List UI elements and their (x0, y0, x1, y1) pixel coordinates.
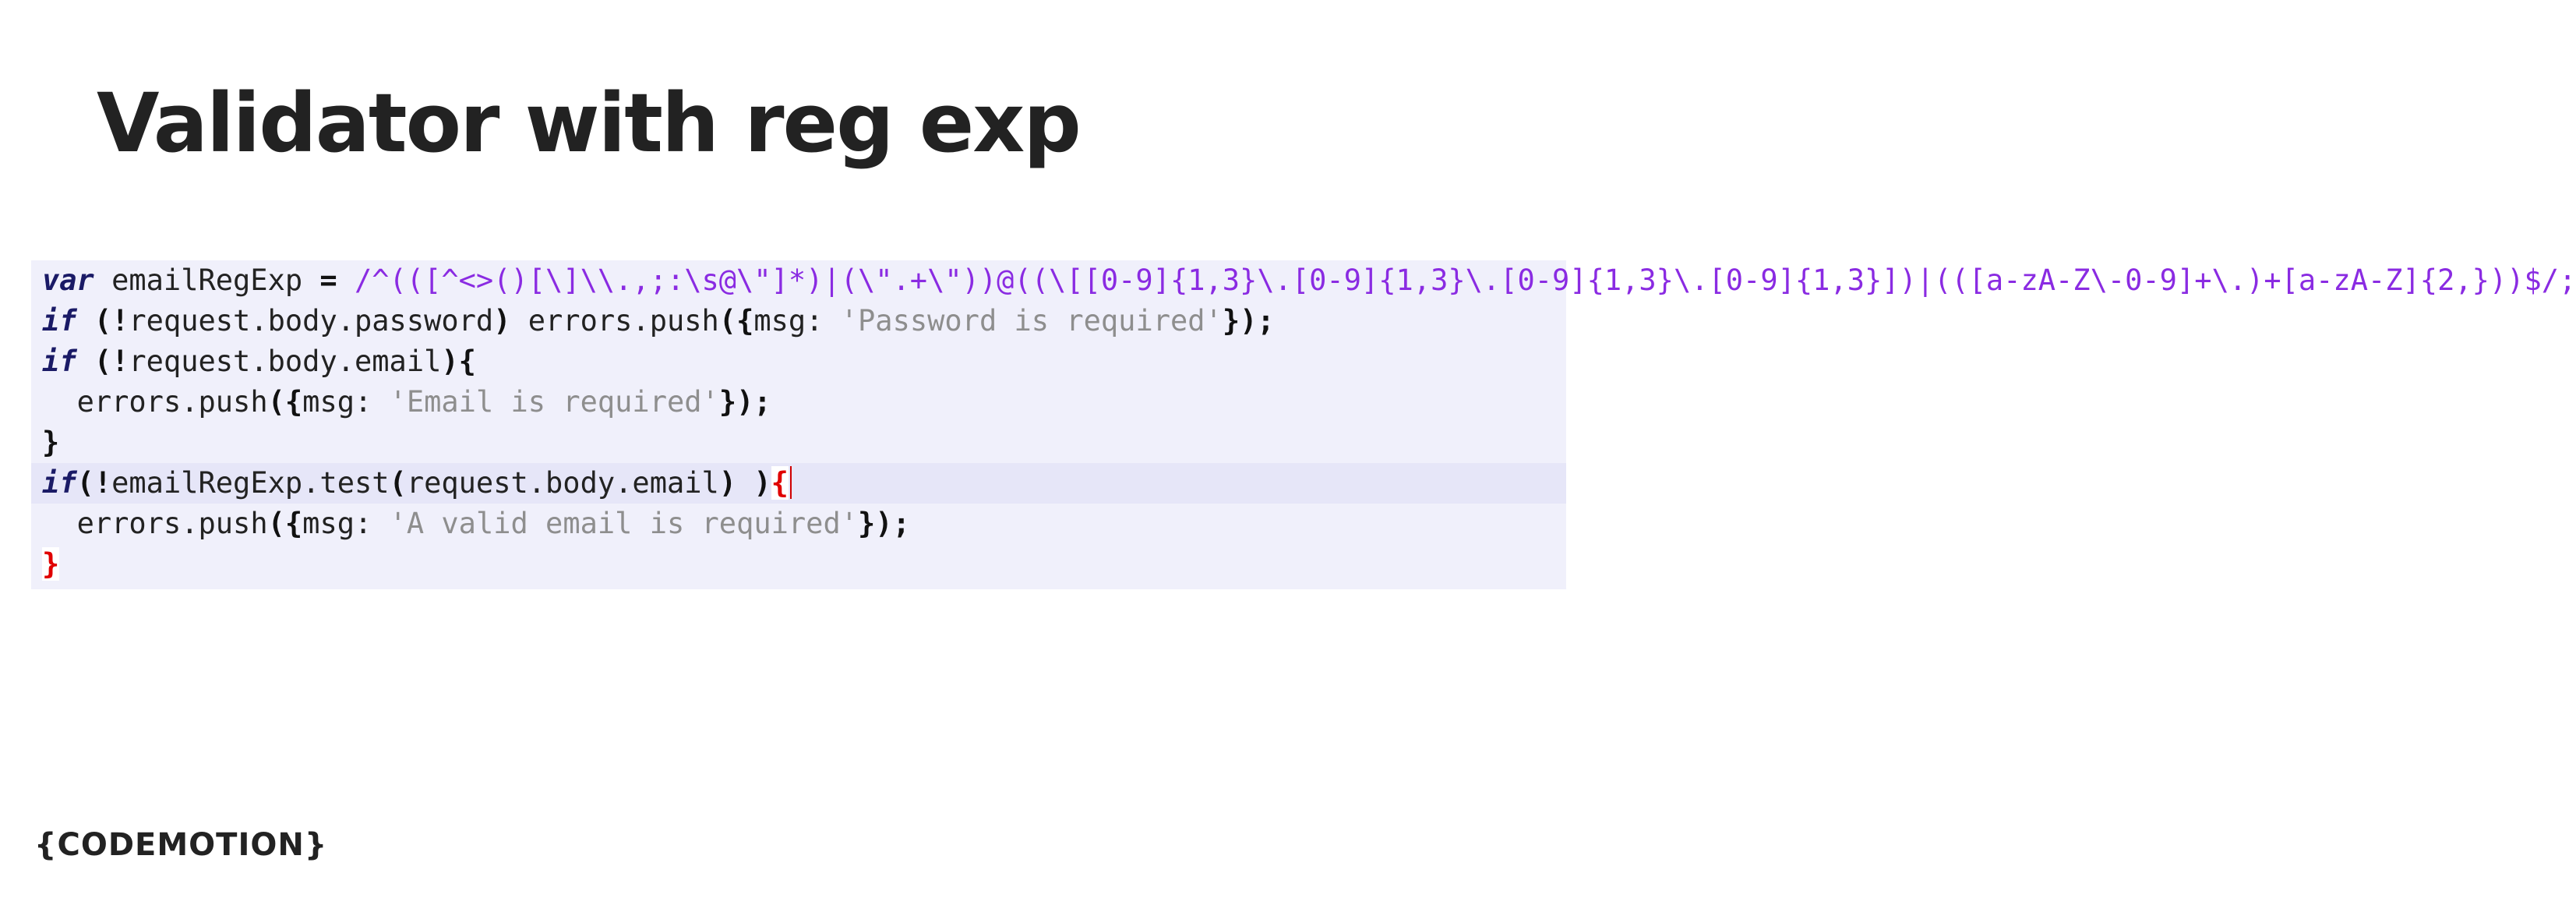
paren-not: (! (94, 345, 129, 378)
code-line-8[interactable]: } (31, 544, 1566, 585)
indent (42, 507, 77, 540)
assign-operator: = (319, 263, 337, 297)
matched-open-brace: { (771, 466, 789, 500)
push-call: errors.push (76, 507, 268, 540)
keyword-if: if (42, 466, 77, 500)
condition-expression: request.body.password (129, 304, 494, 338)
keyword-if: if (42, 345, 77, 378)
slide-title: Validator with reg exp (97, 76, 1082, 171)
code-editor[interactable]: var emailRegExp = /^(([^<>()[\]\\.,;:\s@… (31, 260, 2576, 589)
object-key: msg: (302, 507, 390, 540)
call-close: }); (1222, 304, 1275, 338)
paren-close-brace: ){ (441, 345, 476, 378)
condition-expression: request.body.email (129, 345, 442, 378)
call-open: ({ (267, 507, 303, 540)
object-key: msg: (302, 385, 390, 419)
push-call: errors.push (76, 385, 268, 419)
test-argument: request.body.email (406, 466, 719, 500)
string-literal: 'A valid email is required' (389, 507, 859, 540)
whitespace (77, 304, 94, 338)
string-literal: 'Email is required' (389, 385, 719, 419)
closing-brace: } (42, 426, 60, 459)
call-close: }); (858, 507, 910, 540)
test-call: emailRegExp.test (111, 466, 390, 500)
call-close: }); (718, 385, 771, 419)
call-open: ({ (718, 304, 754, 338)
matched-close-brace: } (42, 547, 60, 581)
object-key: msg: (753, 304, 841, 338)
code-line-5[interactable]: } (31, 422, 1566, 463)
paren-close: ) (493, 304, 511, 338)
variable-name: emailRegExp (94, 263, 320, 297)
code-line-6-current[interactable]: if(!emailRegExp.test(request.body.email)… (31, 463, 1566, 504)
text-cursor (789, 466, 792, 499)
keyword-if: if (42, 304, 77, 338)
code-line-2[interactable]: if (!request.body.password) errors.push(… (31, 301, 1566, 341)
code-line-3[interactable]: if (!request.body.email){ (31, 341, 1566, 382)
paren-open: ( (389, 466, 407, 500)
keyword-var: var (42, 263, 94, 297)
code-line-4[interactable]: errors.push({msg: 'Email is required'}); (31, 382, 1566, 422)
paren-not: (! (76, 466, 112, 500)
paren-not: (! (94, 304, 129, 338)
string-literal: 'Password is required' (840, 304, 1223, 338)
indent (42, 385, 77, 419)
codemotion-logo: {CODEMOTION} (34, 827, 328, 863)
slide: Validator with reg exp var emailRegExp =… (31, 76, 2576, 863)
paren-close: ) ) (718, 466, 771, 500)
code-line-7[interactable]: errors.push({msg: 'A valid email is requ… (31, 504, 1566, 544)
call-open: ({ (267, 385, 303, 419)
push-call: errors.push (510, 304, 719, 338)
whitespace (77, 345, 94, 378)
code-line-1[interactable]: var emailRegExp = /^(([^<>()[\]\\.,;:\s@… (31, 260, 2576, 301)
regex-literal: /^(([^<>()[\]\\.,;:\s@\"]*)|(\".+\"))@((… (337, 263, 2576, 297)
